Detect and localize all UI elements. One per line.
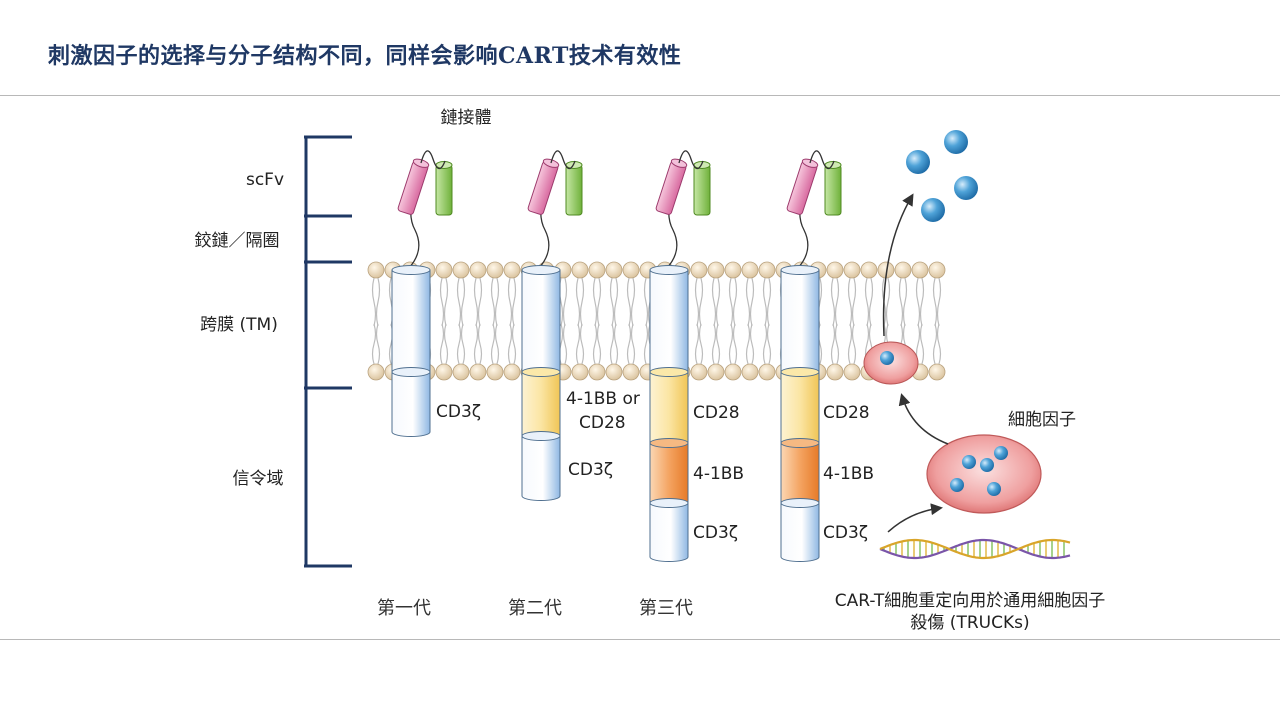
gen1-domain-cd3z: CD3ζ [436,402,481,422]
linker-label: 鏈接體 [441,108,492,128]
car-gen4 [780,150,842,562]
segment-gen4-cd3z [780,498,820,562]
segment-gen2-cd3z [521,431,561,501]
segment-gen4-cd28 [780,367,820,448]
footer-divider [0,639,1280,640]
gen2-label: 第二代 [508,598,562,619]
region-label-scfv: scFv [246,170,284,190]
slide-title: 刺激因子的选择与分子结构不同，同样会影响CART技术有效性 [48,43,682,69]
segment-gen1-tm [391,265,431,377]
gen4-domain-cd28: CD28 [823,403,870,423]
segment-gen3-tm [649,265,689,377]
scfv-gen3 [655,150,711,216]
scfv-gen2 [527,150,583,216]
region-label-hinge: 鉸鏈／隔圈 [195,231,280,251]
segment-gen4-tm [780,265,820,377]
title-divider [0,95,1280,96]
car-constructs [391,150,842,562]
segment-gen4-41bb [780,438,820,508]
segment-gen2-costim [521,367,561,441]
gen4-label-line2: 殺傷 (TRUCKs) [910,613,1029,633]
segment-gen3-41bb [649,438,689,508]
car-gen3 [649,150,711,562]
segment-gen3-cd28 [649,367,689,448]
gen2-domain-costim-line1: 4-1BB or [566,389,640,409]
region-label-tm: 跨膜 (TM) [200,315,278,335]
gen3-domain-cd28: CD28 [693,403,740,423]
gen3-label: 第三代 [639,598,693,619]
car-gen2 [521,150,583,501]
gen3-domain-41bb: 4-1BB [693,464,744,484]
scfv-gen1 [397,150,453,216]
gen3-domain-cd3z: CD3ζ [693,523,738,543]
segment-gen3-cd3z [649,498,689,562]
cytokine-label: 細胞因子 [1008,410,1076,430]
scfv-gen4 [786,150,842,216]
region-bracket [304,135,352,568]
gen2-domain-cd3z: CD3ζ [568,460,613,480]
region-label-signal: 信令域 [233,469,284,489]
car-gen1 [391,150,453,437]
segment-gen2-tm [521,265,561,377]
cytokine-release [863,130,1071,560]
gen4-label-line1: CAR-T細胞重定向用於通用細胞因子 [835,591,1106,611]
gen4-domain-cd3z: CD3ζ [823,523,868,543]
gen1-label: 第一代 [377,598,431,619]
gen4-domain-41bb: 4-1BB [823,464,874,484]
dna-helix [879,538,1071,560]
segment-gen1-cd3z [391,367,431,437]
gen2-domain-costim-line2: CD28 [579,413,626,433]
